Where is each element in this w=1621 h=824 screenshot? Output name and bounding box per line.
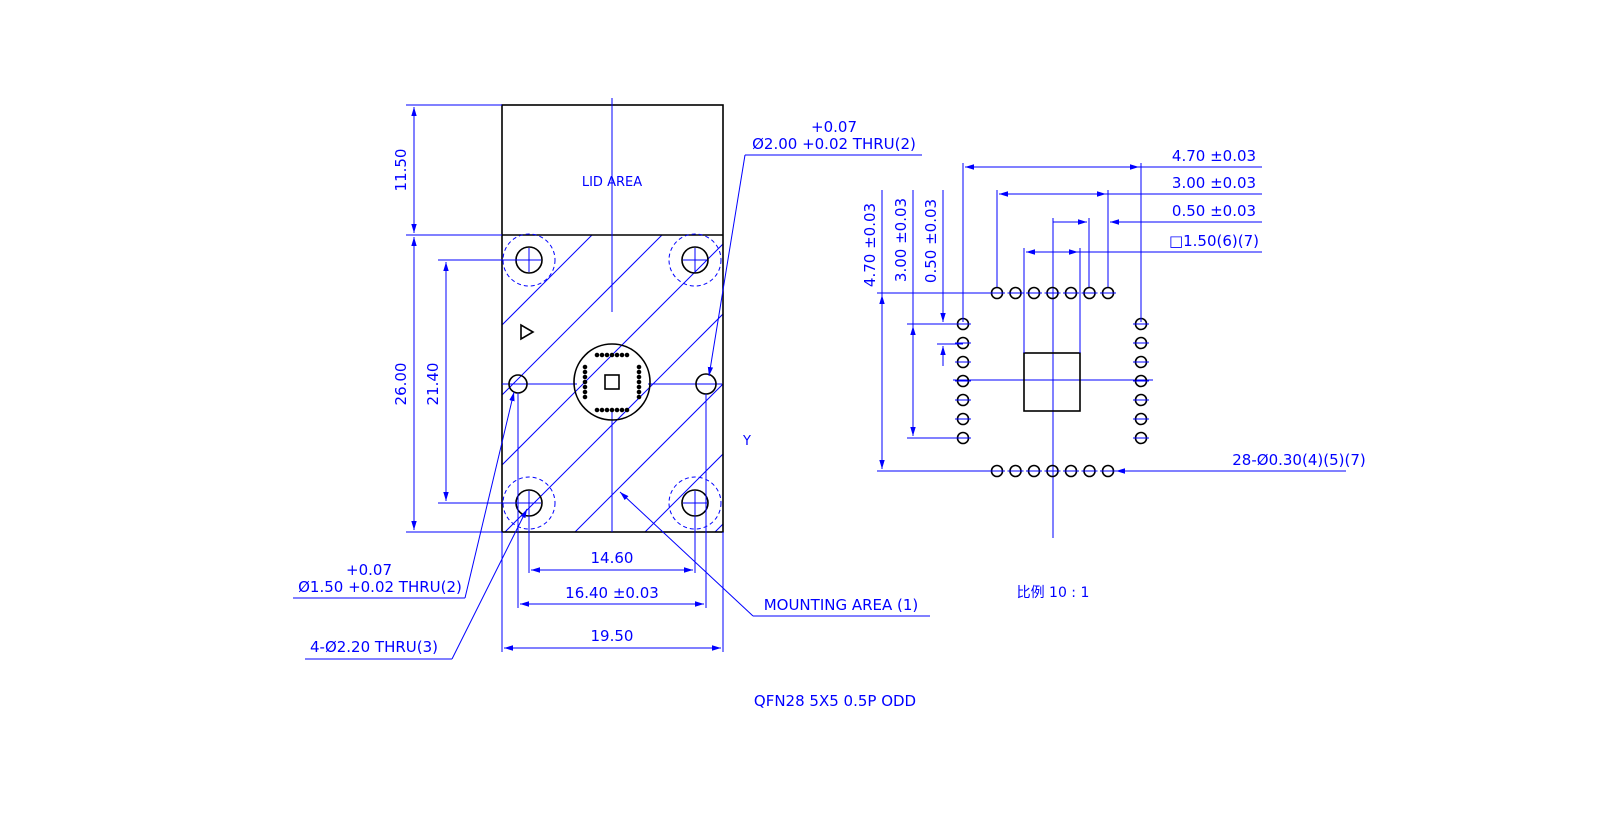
chip-contact xyxy=(624,352,630,358)
svg-text:19.50: 19.50 xyxy=(591,627,634,645)
svg-text:11.50: 11.50 xyxy=(392,149,410,192)
pin-hole-callout: +0.07 Ø2.00 +0.02 THRU(2) xyxy=(707,118,922,377)
svg-text:14.60: 14.60 xyxy=(591,549,634,567)
dim-exposed-pad: □1.50(6)(7) xyxy=(1026,232,1262,255)
svg-text:Ø2.00 +0.02 THRU(2): Ø2.00 +0.02 THRU(2) xyxy=(752,135,916,153)
svg-text:0.50 ±0.03: 0.50 ±0.03 xyxy=(922,199,940,283)
chip-contact xyxy=(636,384,642,390)
exposed-pad xyxy=(1023,352,1081,412)
svg-text:MOUNTING AREA (1): MOUNTING AREA (1) xyxy=(764,596,919,614)
chip-contact xyxy=(582,389,588,395)
chip-contact xyxy=(582,369,588,375)
chip-contact xyxy=(599,407,605,413)
dim-h-3-00: 3.00 ±0.03 xyxy=(999,174,1262,197)
dim-h-0-50: 0.50 ±0.03 xyxy=(1053,202,1262,225)
chip-contact xyxy=(582,394,588,400)
dim-v-4-70: 4.70 ±0.03 xyxy=(861,190,885,469)
chip-contact xyxy=(582,364,588,370)
small-hole-callout: +0.07 Ø1.50 +0.02 THRU(2) xyxy=(293,391,515,599)
chip-contact xyxy=(614,352,620,358)
y-axis-label: Y xyxy=(742,434,751,449)
svg-text:Ø1.50 +0.02 THRU(2): Ø1.50 +0.02 THRU(2) xyxy=(298,578,462,596)
mount-hole-callout: 4-Ø2.20 THRU(3) xyxy=(305,508,528,660)
chip-contact xyxy=(619,407,625,413)
dim-pitch-tol: 16.40 ±0.03 xyxy=(520,584,704,607)
svg-text:26.00: 26.00 xyxy=(392,363,410,406)
chip-contact xyxy=(599,352,605,358)
dim-hole-pitch-vertical: 21.40 xyxy=(424,259,529,504)
chip-contact xyxy=(619,352,625,358)
pin1-triangle-icon xyxy=(520,323,535,341)
svg-text:0.50 ±0.03: 0.50 ±0.03 xyxy=(1172,202,1256,220)
pin-diameter-callout: 28-Ø0.30(4)(5)(7) xyxy=(1116,451,1366,474)
chip-contact xyxy=(624,407,630,413)
dim-total-height: 26.00 xyxy=(392,237,502,533)
dim-pitch-inner: 14.60 xyxy=(531,549,693,573)
chip-contact xyxy=(594,407,600,413)
chip-contact xyxy=(609,407,615,413)
qfn-footprint-view: 4.70 ±0.03 3.00 ±0.03 0.50 ±0.03 □1.50(6… xyxy=(861,147,1366,601)
svg-text:21.40: 21.40 xyxy=(424,363,442,406)
svg-text:+0.07: +0.07 xyxy=(346,561,392,579)
svg-text:4.70 ±0.03: 4.70 ±0.03 xyxy=(861,203,879,287)
chip-contact xyxy=(604,407,610,413)
drawing-title: QFN28 5X5 0.5P ODD xyxy=(754,692,916,710)
svg-text:□1.50(6)(7): □1.50(6)(7) xyxy=(1169,232,1259,250)
chip-contact xyxy=(594,352,600,358)
mounting-area-hatch xyxy=(502,235,723,532)
svg-text:28-Ø0.30(4)(5)(7): 28-Ø0.30(4)(5)(7) xyxy=(1232,451,1365,469)
chip-contact xyxy=(636,394,642,400)
dim-lid-height: 11.50 xyxy=(392,104,502,236)
svg-text:3.00 ±0.03: 3.00 ±0.03 xyxy=(892,198,910,282)
chip-contact xyxy=(582,379,588,385)
dim-h-4-70: 4.70 ±0.03 xyxy=(965,147,1262,170)
socket-top-view: LID AREA xyxy=(293,98,930,710)
footprint-pins xyxy=(955,286,1149,478)
chip-contact xyxy=(609,352,615,358)
svg-text:4.70 ±0.03: 4.70 ±0.03 xyxy=(1172,147,1256,165)
scale-label: 比例 10 : 1 xyxy=(1017,585,1090,601)
svg-text:16.40 ±0.03: 16.40 ±0.03 xyxy=(565,584,659,602)
dim-v-0-50: 0.50 ±0.03 xyxy=(922,190,946,366)
chip-contact xyxy=(582,384,588,390)
mount-hole-top-right xyxy=(668,233,722,287)
svg-text:4-Ø2.20 THRU(3): 4-Ø2.20 THRU(3) xyxy=(310,638,438,656)
chip-contact xyxy=(636,374,642,380)
dim-width: 19.50 xyxy=(504,627,721,651)
svg-text:3.00 ±0.03: 3.00 ±0.03 xyxy=(1172,174,1256,192)
chip-contact-area xyxy=(573,343,651,421)
svg-text:+0.07: +0.07 xyxy=(811,118,857,136)
mounting-area-callout: MOUNTING AREA (1) xyxy=(619,491,930,617)
chip-contact xyxy=(582,374,588,380)
chip-contact xyxy=(636,389,642,395)
chip-contact xyxy=(604,352,610,358)
chip-contact xyxy=(636,379,642,385)
chip-contact xyxy=(636,369,642,375)
chip-contact xyxy=(614,407,620,413)
chip-contact xyxy=(636,364,642,370)
lid-area-label: LID AREA xyxy=(582,175,642,190)
dim-v-3-00: 3.00 ±0.03 xyxy=(892,190,916,436)
